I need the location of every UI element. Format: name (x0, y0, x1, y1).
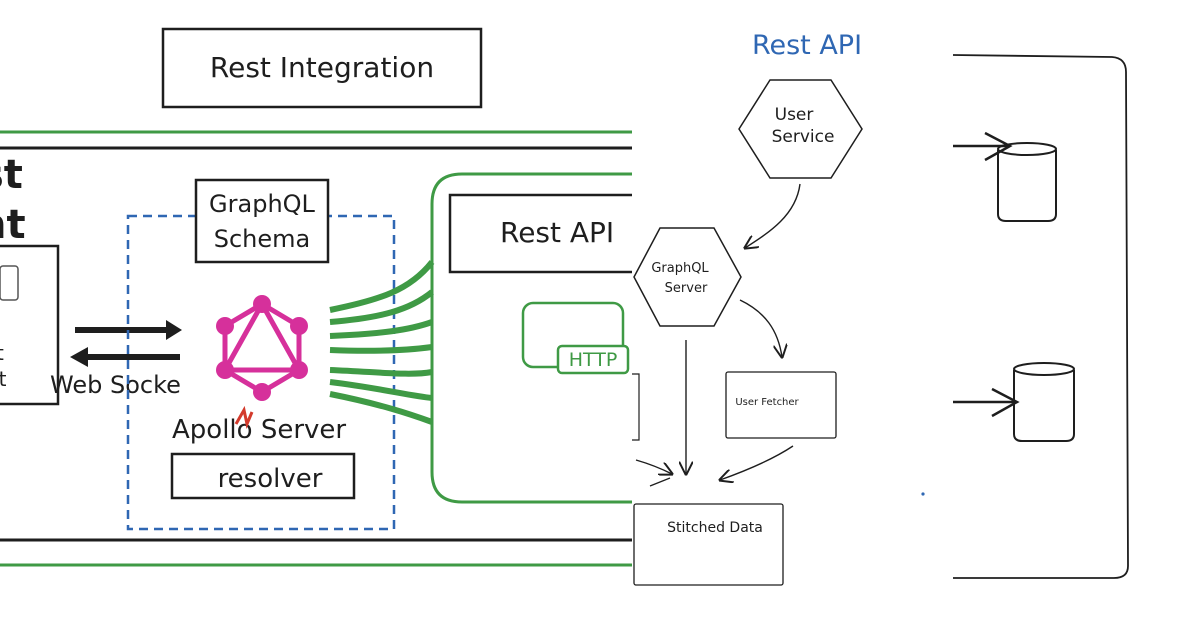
user-service-hexagon (738, 79, 863, 179)
arrow-right-icon (75, 320, 182, 340)
arrow-partial-to-stitched (635, 459, 672, 474)
arrow-right-icon (953, 131, 1013, 162)
graphql-schema-label-line2: Schema (214, 225, 311, 253)
graphql-schema-box (194, 178, 330, 264)
web-socket-label: Web Socke (50, 371, 181, 399)
http-label: HTTP (569, 349, 618, 371)
apollo-red-accent (234, 405, 254, 430)
partial-client-line1: t (0, 341, 4, 365)
http-inner-box (556, 344, 630, 375)
resolver-box (170, 452, 356, 500)
rest-api-title: Rest API (752, 30, 862, 61)
partial-heading-line1: st (0, 152, 23, 198)
middle-panel-bg (632, 0, 953, 630)
blue-dot (921, 492, 925, 496)
resolver-label: resolver (218, 464, 323, 494)
green-connectors (329, 260, 435, 425)
user-fetcher-label: User Fetcher (735, 397, 799, 408)
apollo-server-label: Apollo Server (172, 415, 346, 445)
left-panel: Rest Integration st nt t nt Web Socke Gr… (0, 27, 642, 567)
partial-client-line2: nt (0, 367, 7, 391)
graphql-server-line2: Server (665, 281, 708, 296)
graphql-schema-label-line1: GraphQL (209, 190, 316, 218)
arrow-server-to-fetcher (739, 299, 782, 357)
user-service-line1: User (775, 105, 814, 125)
right-panel (952, 54, 1129, 579)
client-device-icon (0, 265, 19, 301)
client-box (0, 244, 60, 406)
rest-integration-label: Rest Integration (210, 51, 434, 84)
partial-heading-line2: nt (0, 202, 26, 248)
graphql-logo-icon (216, 295, 308, 401)
graphql-server-hexagon (633, 227, 742, 327)
arrow-partial-tail (649, 477, 671, 487)
arrow-service-to-server (745, 183, 801, 248)
rest-integration-box (161, 27, 483, 109)
middle-panel: Rest API User Service GraphQL Server Use… (632, 0, 953, 630)
user-service-line2: Service (772, 127, 835, 147)
user-fetcher-box (725, 371, 837, 439)
stitched-data-box (633, 503, 784, 586)
arrow-fetcher-to-stitched (720, 445, 794, 480)
partial-box-edge (632, 373, 640, 441)
database-cylinder-icon (1013, 362, 1075, 442)
right-frame (952, 54, 1129, 579)
graphql-server-line1: GraphQL (651, 261, 709, 276)
stitched-data-label: Stitched Data (667, 520, 763, 536)
rest-api-box-label: Rest API (500, 216, 614, 249)
database-cylinder-icon (997, 142, 1057, 222)
arrow-right-icon (953, 387, 1020, 418)
arrow-left-icon (70, 347, 180, 367)
rest-api-container (430, 172, 632, 504)
